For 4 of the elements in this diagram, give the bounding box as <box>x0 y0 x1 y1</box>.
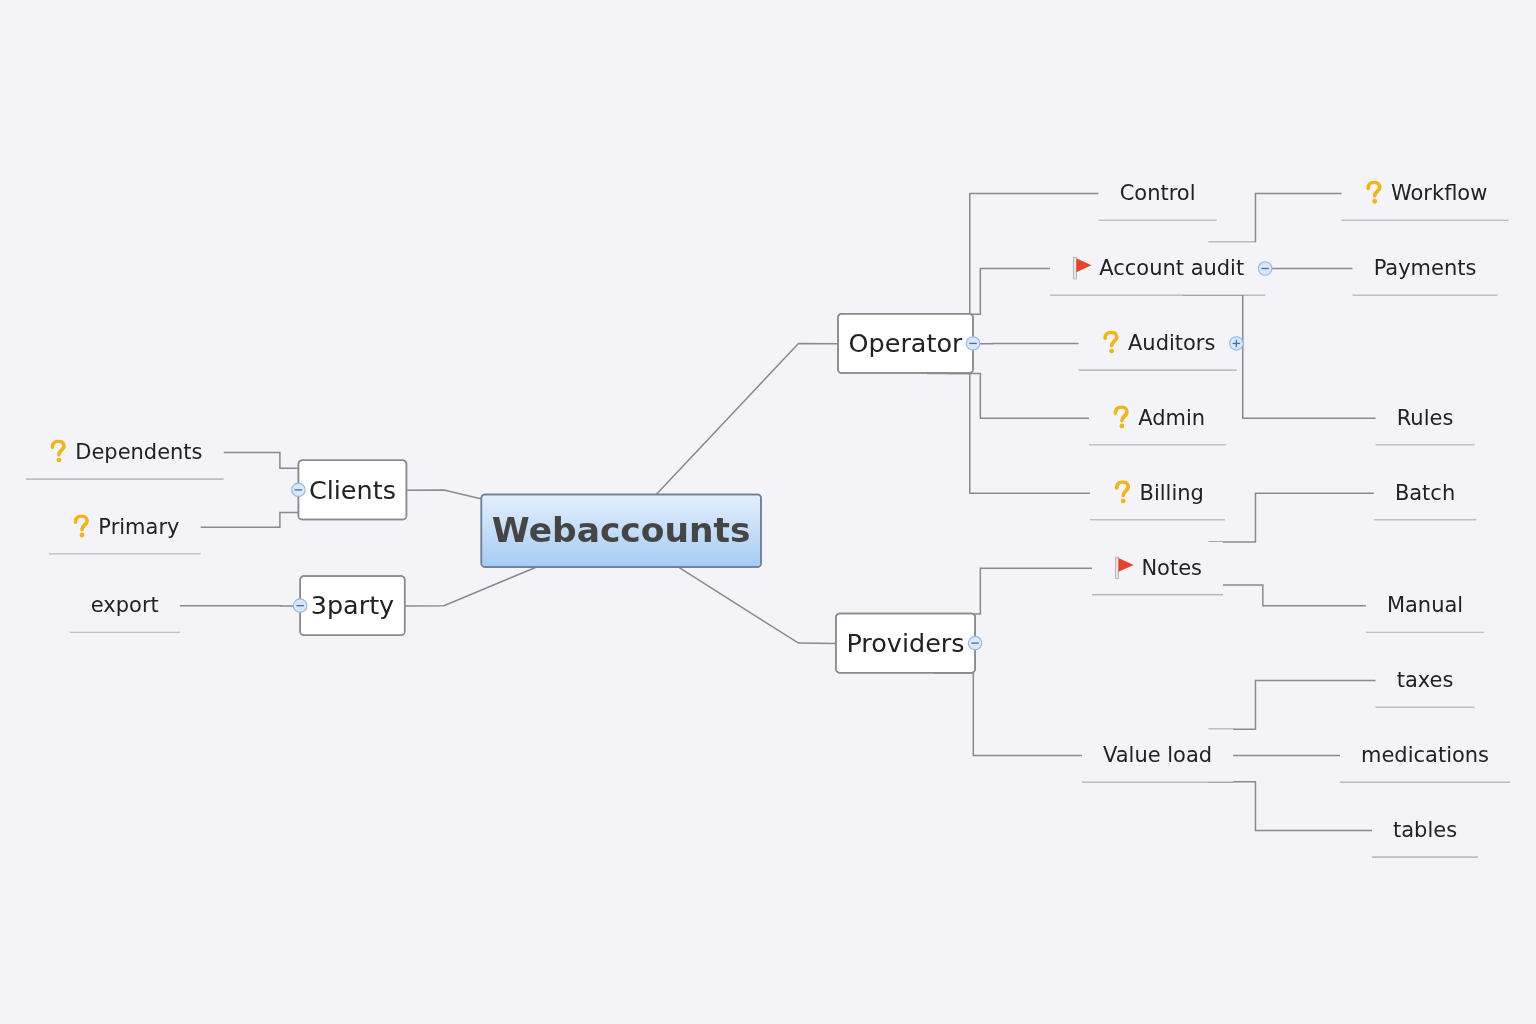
connector <box>1222 584 1367 607</box>
connector <box>404 566 537 607</box>
connector <box>1232 754 1341 757</box>
connector <box>406 489 483 500</box>
